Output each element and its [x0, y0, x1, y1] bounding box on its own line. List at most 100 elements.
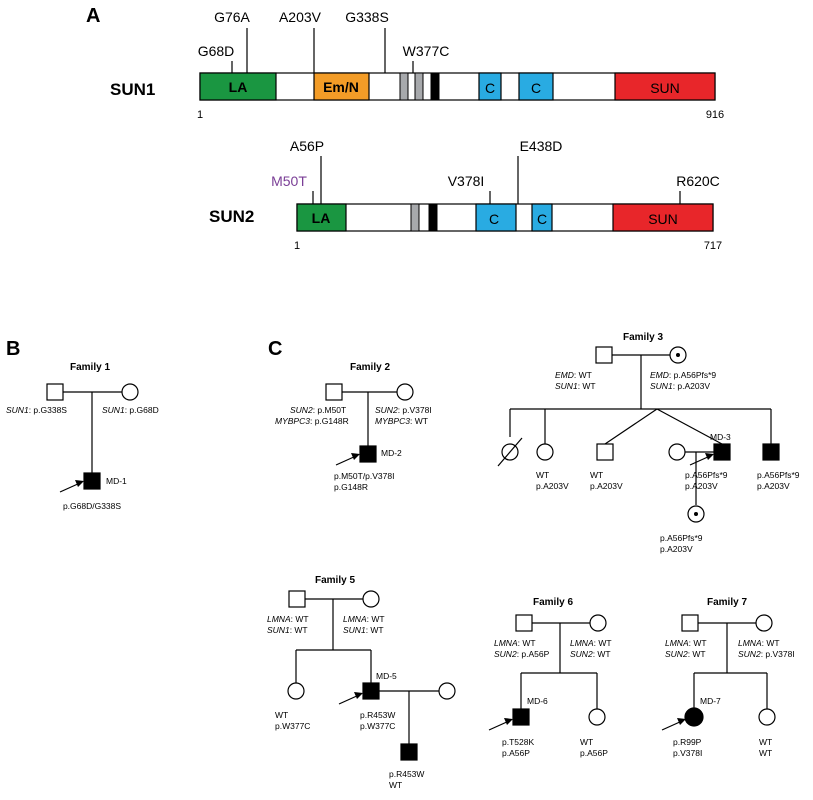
family-7-father-geno-2: SUN2: WT — [665, 649, 706, 659]
family-3-proband-geno-2: p.A203V — [685, 481, 718, 491]
family-6-sib-geno-1: WT — [580, 737, 593, 747]
sun2-coil-2 — [531, 203, 553, 232]
family-2-proband-geno-1: p.M50T/p.V378I — [334, 471, 394, 481]
family-2-mother-geno-1: SUN2: p.V378I — [375, 405, 432, 415]
family-7-proband-arrow — [661, 720, 683, 731]
family-7-mother-geno-1: LMNA: WT — [738, 638, 780, 648]
family-3-child-5-geno-2: p.A203V — [757, 481, 790, 491]
sun1-coil-2 — [518, 72, 554, 101]
family-6-pedigree: Family 6 LMNA: WT SUN2: p.A56P LMNA: WT … — [488, 597, 612, 758]
sun1-diagram: SUN1 LA Em/N C C SUN 1 916 G68D G76A A20… — [110, 9, 724, 121]
family-3-proband-arrowhead — [705, 453, 714, 460]
family-5-proband-arrow — [338, 694, 360, 705]
sun1-sun-domain — [614, 72, 716, 101]
family-7-father — [681, 614, 699, 632]
family-7-proband — [684, 707, 704, 727]
family-6-proband — [512, 708, 530, 726]
sun2-diagram: SUN2 LA C C SUN 1 717 M50T A56P V378I E4… — [209, 138, 722, 252]
panel-label-c: C — [268, 338, 282, 360]
sun1-emn-label: Em/N — [323, 79, 359, 95]
family-5-spouse — [438, 682, 456, 700]
sun2-mut-e438d: E438D — [520, 138, 563, 154]
family-3-father-geno-2: SUN1: WT — [555, 381, 596, 391]
family-6-title: Family 6 — [533, 597, 573, 608]
sun1-coil-2-label: C — [531, 80, 541, 96]
family-7-proband-geno-1: p.R99P — [673, 737, 702, 747]
family-5-mother-geno-1: LMNA: WT — [343, 614, 385, 624]
family-6-sib-geno-2: p.A56P — [580, 748, 608, 758]
sun1-mut-g338s: G338S — [345, 9, 389, 25]
family-6-proband-id: MD-6 — [527, 696, 548, 706]
family-6-father — [515, 614, 533, 632]
family-5-sib-geno-2: p.W377C — [275, 721, 310, 731]
family-6-proband-arrow — [488, 720, 510, 731]
family-3-grandchild-geno-2: p.A203V — [660, 544, 693, 554]
family-5-proband — [362, 682, 380, 700]
family-3-child-5 — [762, 443, 780, 461]
family-3-child-2-geno-2: p.A203V — [536, 481, 569, 491]
family-2-proband-arrowhead — [351, 453, 360, 460]
family-2-proband — [359, 445, 377, 463]
sun1-emn-domain — [313, 72, 370, 101]
sun1-grey-segment-2 — [414, 72, 424, 101]
family-3-pedigree: Family 3 EMD: WT SUN1: WT EMD: p.A56Pfs*… — [497, 332, 800, 554]
family-5-sib-geno-1: WT — [275, 710, 288, 720]
family-5-father — [288, 590, 306, 608]
sun2-coil-1 — [475, 203, 517, 232]
family-3-father — [595, 346, 613, 364]
family-6-mother-geno-1: LMNA: WT — [570, 638, 612, 648]
family-5-mother-geno-2: SUN1: WT — [343, 625, 384, 635]
family-6-proband-geno-2: p.A56P — [502, 748, 530, 758]
sun2-start: 1 — [294, 240, 300, 252]
family-2-pedigree: Family 2 SUN2: p.M50T MYBPC3: p.G148R SU… — [275, 362, 432, 492]
panel-label-b: B — [6, 338, 20, 360]
family-3-twin-right — [656, 408, 723, 445]
sun2-title: SUN2 — [209, 207, 254, 226]
family-5-pedigree: Family 5 LMNA: WT SUN1: WT LMNA: WT SUN1… — [267, 575, 456, 790]
family-3-mother-geno-2: SUN1: p.A203V — [650, 381, 710, 391]
family-3-child-2 — [536, 443, 554, 461]
sun2-mut-r620c: R620C — [676, 173, 720, 189]
family-3-proband — [713, 443, 731, 461]
sun1-end: 916 — [706, 109, 724, 121]
family-7-proband-arrowhead — [677, 718, 686, 725]
family-2-father-geno-2: MYBPC3: p.G148R — [275, 416, 349, 426]
family-1-father-geno: SUN1: p.G338S — [6, 405, 67, 415]
family-3-child-3-geno-1: WT — [590, 470, 603, 480]
family-5-sibling — [287, 682, 305, 700]
sun1-coil-1-label: C — [485, 80, 495, 96]
family-7-title: Family 7 — [707, 597, 747, 608]
family-7-proband-id: MD-7 — [700, 696, 721, 706]
sun1-la-label: LA — [229, 79, 248, 95]
family-5-father-geno-2: SUN1: WT — [267, 625, 308, 635]
family-7-father-geno-1: LMNA: WT — [665, 638, 707, 648]
family-6-proband-geno-1: p.T528K — [502, 737, 534, 747]
family-6-father-geno-1: LMNA: WT — [494, 638, 536, 648]
family-5-child-geno-1: p.R453W — [389, 769, 424, 779]
family-7-mother — [755, 614, 773, 632]
family-3-proband-id: MD-3 — [710, 432, 731, 442]
family-7-sibling — [758, 708, 776, 726]
family-1-title: Family 1 — [70, 362, 110, 373]
family-3-child-3-geno-2: p.A203V — [590, 481, 623, 491]
family-7-proband-geno-2: p.V378I — [673, 748, 702, 758]
sun2-grey-segment — [410, 203, 420, 232]
sun1-la-domain — [199, 72, 277, 101]
sun2-la-label: LA — [312, 210, 331, 226]
family-5-mother — [362, 590, 380, 608]
sun1-transmembrane — [430, 72, 440, 101]
family-1-mother-geno: SUN1: p.G68D — [102, 405, 159, 415]
sun1-mut-g76a: G76A — [214, 9, 250, 25]
family-3-twin-left — [604, 408, 658, 445]
family-3-child-2-geno-1: WT — [536, 470, 549, 480]
family-3-father-geno-1: EMD: WT — [555, 370, 592, 380]
sun2-coil-1-label: C — [489, 211, 499, 227]
family-2-proband-geno-2: p.G148R — [334, 482, 368, 492]
family-3-child-3 — [596, 443, 614, 461]
family-7-sib-geno-2: WT — [759, 748, 772, 758]
family-2-father-geno-1: SUN2: p.M50T — [290, 405, 346, 415]
sun2-transmembrane — [428, 203, 438, 232]
sun1-mut-a203v: A203V — [279, 9, 322, 25]
family-1-proband-geno: p.G68D/G338S — [63, 501, 121, 511]
family-3-proband-arrow — [689, 455, 711, 466]
